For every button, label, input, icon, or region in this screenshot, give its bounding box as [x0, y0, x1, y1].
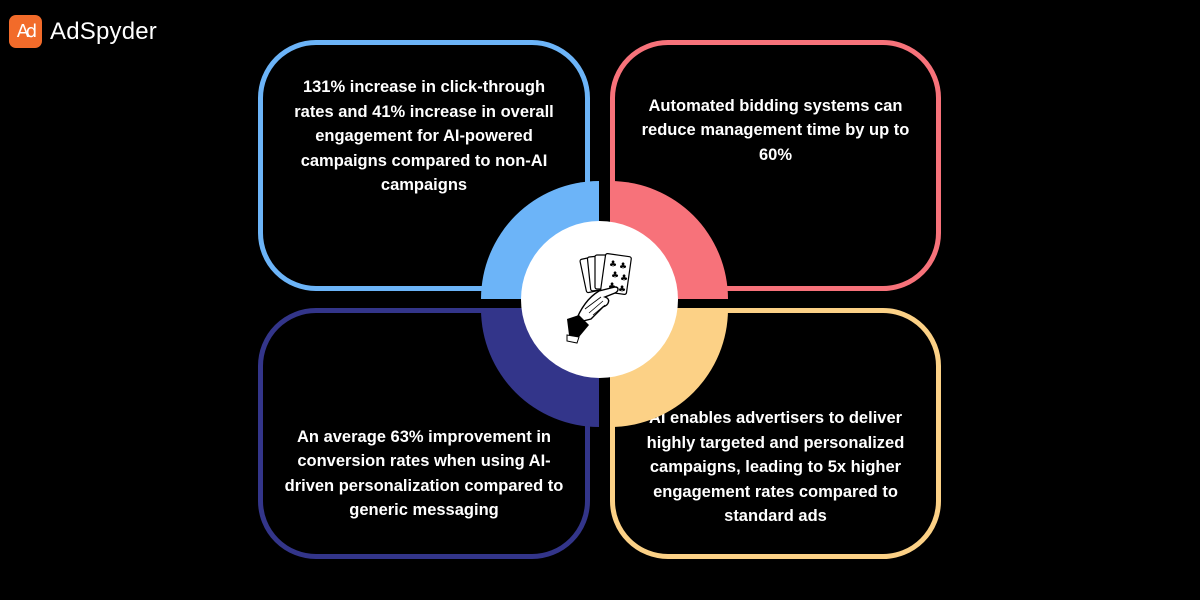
svg-text:♣: ♣ [618, 285, 626, 295]
stat-text: An average 63% improvement in conversion… [284, 427, 564, 520]
stat-text: Automated bidding systems can reduce man… [641, 96, 910, 164]
svg-text:♣: ♣ [619, 262, 627, 272]
svg-text:♣: ♣ [611, 271, 619, 281]
stat-text: AI enables advertisers to deliver highly… [646, 409, 905, 526]
brand-logo: Ad AdSpyder [9, 15, 157, 48]
svg-text:♣: ♣ [609, 260, 617, 270]
svg-text:♣: ♣ [608, 282, 616, 292]
svg-text:♣: ♣ [620, 274, 628, 284]
stat-card-top-left: 131% increase in click-through rates and… [258, 40, 590, 291]
hand-holding-cards-icon: ♣♣ ♣♣ ♣♣ [566, 252, 632, 344]
logo-glyph: Ad [16, 21, 37, 42]
center-circle: ♣♣ ♣♣ ♣♣ [521, 221, 678, 378]
brand-name: AdSpyder [50, 17, 157, 45]
stat-text: 131% increase in click-through rates and… [294, 78, 554, 195]
adspyder-logo-icon: Ad [9, 15, 42, 48]
